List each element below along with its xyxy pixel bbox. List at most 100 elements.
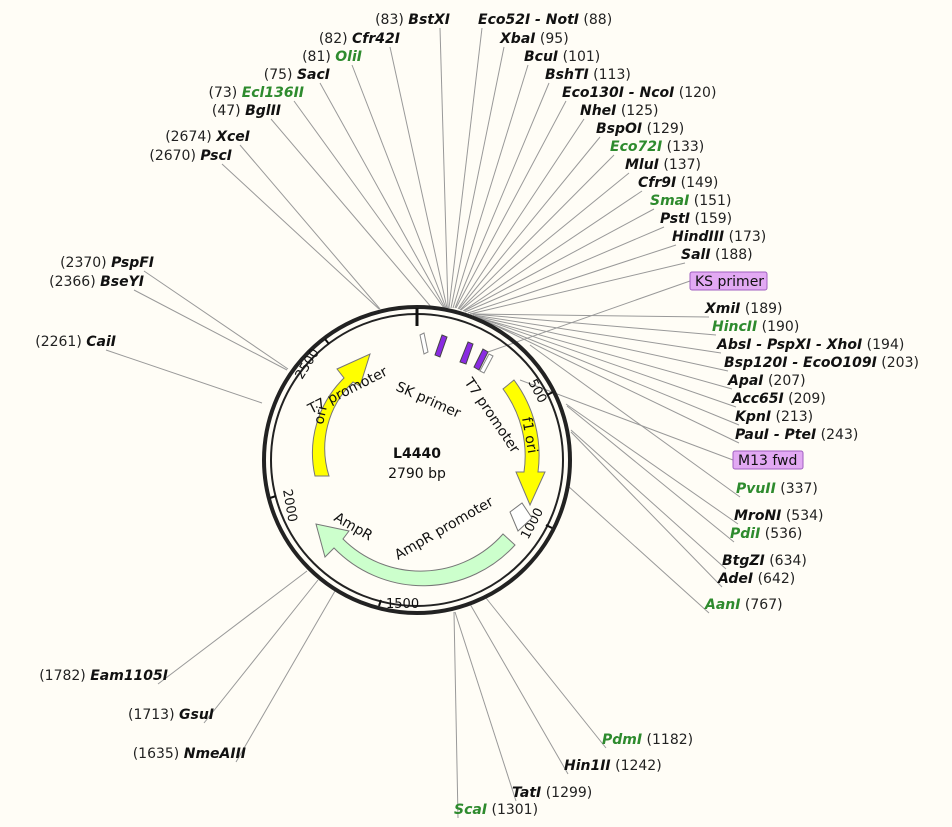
site-label-gsui: (1713) GsuI: [128, 707, 214, 723]
leader-line: [470, 313, 710, 318]
site-position: (1242): [611, 758, 662, 774]
site-label-absi-pspxi-xhoi: AbsI - PspXI - XhoI (194): [716, 337, 904, 353]
site-name: SmaI: [650, 193, 689, 209]
site-leader-lines: [105, 27, 741, 819]
sk-primer-label: SK primer: [393, 379, 463, 422]
f1-ori-feature-arrow: [502, 379, 546, 507]
site-position: (173): [724, 229, 766, 245]
site-label-scai: ScaI (1301): [454, 802, 538, 818]
ks-primer-text: KS primer: [695, 274, 764, 290]
site-position: (534): [781, 508, 823, 524]
leader-line: [472, 314, 722, 354]
site-label-bshti: BshTI (113): [545, 67, 631, 83]
site-name: XbaI: [499, 31, 535, 47]
site-label-smai: SmaI (151): [650, 193, 731, 209]
leader-line: [455, 100, 567, 309]
site-label-caii: (2261) CaiI: [35, 334, 116, 350]
site-position: (243): [816, 427, 858, 443]
site-label-cfr42i: (82) Cfr42I: [319, 31, 400, 47]
tick-label-2000: 2000: [279, 488, 300, 523]
plasmid-size: 2790 bp: [388, 466, 446, 482]
site-name: KpnI: [735, 409, 771, 425]
site-label-kpni: KpnI (213): [735, 409, 813, 425]
leader-line: [483, 319, 740, 444]
site-position: (82): [319, 31, 352, 47]
site-name: Eco72I: [610, 139, 662, 155]
leader-line: [570, 429, 727, 570]
site-position: (190): [757, 319, 799, 335]
site-name: TatI: [512, 785, 541, 801]
leader-line: [457, 118, 585, 310]
site-label-eco72i: Eco72I (133): [610, 139, 704, 155]
site-position: (113): [589, 67, 631, 83]
site-label-mlui: MluI (137): [625, 157, 701, 173]
site-label-saci: (75) SacI: [264, 67, 330, 83]
site-label-pdii: PdiI (536): [730, 526, 802, 542]
site-name: MluI: [625, 157, 659, 173]
site-position: (2261): [35, 334, 86, 350]
leader-line: [450, 46, 505, 309]
site-position: (81): [302, 49, 335, 65]
site-label-tati: TatI (1299): [512, 785, 592, 801]
site-label-adei: AdeI (642): [717, 571, 795, 587]
site-position: (337): [776, 481, 818, 497]
leader-line: [467, 244, 677, 314]
site-name: BseYI: [100, 274, 144, 290]
site-name: Hin1II: [564, 758, 611, 774]
leader-line: [452, 64, 529, 309]
m13-fwd-box: [732, 450, 804, 470]
site-name: Cfr42I: [352, 31, 400, 47]
site-label-olii: (81) OliI: [302, 49, 362, 65]
leader-line: [454, 611, 517, 802]
ampr-promoter-arrow: [509, 502, 533, 532]
site-position: (2670): [149, 148, 200, 164]
site-position: (129): [642, 121, 684, 137]
leader-line: [471, 313, 717, 336]
site-position: (189): [740, 301, 782, 317]
site-name: Bsp120I - EcoO109I: [724, 355, 877, 371]
site-position: (149): [676, 175, 718, 191]
ks-primer-marker: [479, 353, 494, 374]
site-name: PscI: [200, 148, 232, 164]
m13-fwd-text: M13 fwd: [738, 453, 797, 469]
site-name: BspOI: [596, 121, 642, 137]
leader-line: [475, 316, 733, 390]
leader-line: [565, 403, 739, 525]
site-label-bsp120i-ecoo109i: Bsp120I - EcoO109I (203): [724, 355, 919, 371]
site-name: ScaI: [454, 802, 487, 818]
site-position: (133): [662, 139, 704, 155]
site-position: (1299): [541, 785, 592, 801]
leader-line: [462, 190, 643, 312]
site-position: (536): [760, 526, 802, 542]
tick-label-500: 500: [524, 377, 549, 406]
site-position: (47): [212, 103, 245, 119]
site-name: Eco52I - NotI: [478, 12, 579, 28]
site-position: (120): [674, 85, 716, 101]
leader-line: [474, 315, 729, 372]
site-label-eco130i-ncoi: Eco130I - NcoI (120): [562, 85, 716, 101]
site-name: BshTI: [545, 67, 589, 83]
site-name: Eco130I - NcoI: [562, 85, 674, 101]
leader-line: [319, 82, 446, 309]
site-label-paui-ptei: PauI - PteI (243): [735, 427, 858, 443]
site-position: (194): [862, 337, 904, 353]
site-label-bglii: (47) BglII: [212, 103, 281, 119]
leader-line: [105, 349, 263, 404]
site-name: PdiI: [730, 526, 760, 542]
tick-1000: [545, 524, 553, 529]
site-label-xcei: (2674) XceI: [165, 129, 250, 145]
sk-primer-marker: [419, 332, 429, 355]
site-label-nhei: NheI (125): [580, 103, 659, 119]
tick-500: [546, 391, 554, 396]
site-label-sali: SalI (188): [681, 247, 753, 263]
leader-line: [485, 597, 607, 749]
site-label-pspfi: (2370) PspFI: [60, 255, 154, 271]
site-name: XceI: [215, 129, 250, 145]
tick-label-1500: 1500: [386, 597, 419, 612]
site-position: (2674): [165, 129, 216, 145]
site-name: Acc65I: [731, 391, 784, 407]
site-position: (1713): [128, 707, 179, 723]
site-position: (73): [208, 85, 241, 101]
leader-line: [469, 603, 569, 775]
